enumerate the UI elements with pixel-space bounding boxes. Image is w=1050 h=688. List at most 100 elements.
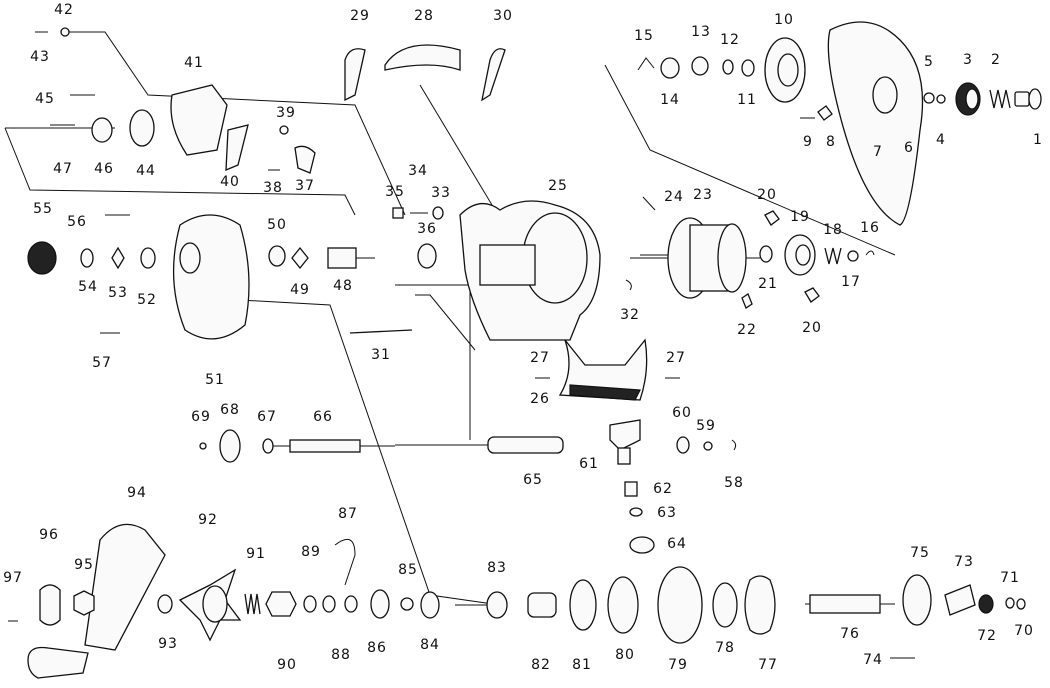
- part-67-bearing: [262, 438, 274, 454]
- label-85: 85: [398, 562, 418, 578]
- label-58: 58: [724, 475, 744, 491]
- part-69-clip: [199, 442, 207, 450]
- label-49: 49: [290, 282, 310, 298]
- label-22: 22: [737, 322, 757, 338]
- part-18-spring: [824, 247, 842, 265]
- label-81: 81: [572, 657, 592, 673]
- part-53-spring-washer: [111, 246, 125, 270]
- part-35-collar: [392, 207, 404, 219]
- part-81-disc: [569, 579, 597, 631]
- label-57: 57: [92, 355, 112, 371]
- label-43: 43: [30, 49, 50, 65]
- label-75: 75: [910, 545, 930, 561]
- part-30-lever-right: [481, 48, 506, 102]
- label-50: 50: [267, 217, 287, 233]
- label-48: 48: [333, 278, 353, 294]
- part-40-plate: [225, 124, 249, 171]
- part-78-disc: [712, 582, 738, 628]
- label-11: 11: [737, 92, 757, 108]
- part-15-clip: [637, 57, 655, 71]
- part-54-washer: [80, 248, 94, 268]
- label-69: 69: [191, 409, 211, 425]
- label-86: 86: [367, 640, 387, 656]
- part-44-gear: [129, 109, 155, 147]
- label-41: 41: [184, 55, 204, 71]
- part-20-block-bottom: [804, 287, 820, 303]
- label-71: 71: [1000, 570, 1020, 586]
- part-71-ring: [1005, 597, 1015, 609]
- part-79-main-gear: [657, 566, 703, 644]
- part-32-clip: [625, 279, 632, 291]
- part-25-frame: [459, 200, 601, 341]
- part-95-nut: [73, 590, 95, 616]
- label-28: 28: [414, 8, 434, 24]
- part-19-brake-housing: [784, 234, 816, 276]
- label-33: 33: [431, 185, 451, 201]
- part-1-screw: [1014, 88, 1042, 110]
- label-62: 62: [653, 481, 673, 497]
- part-16-clip: [865, 250, 875, 256]
- part-72-bearing: [978, 594, 994, 614]
- label-74: 74: [863, 652, 883, 668]
- part-41-bracket: [170, 84, 228, 156]
- label-45: 45: [35, 91, 55, 107]
- part-85-washer: [400, 597, 414, 611]
- label-93: 93: [158, 636, 178, 652]
- part-31-rod: [349, 329, 413, 334]
- part-37-lever: [294, 145, 316, 174]
- label-10: 10: [774, 12, 794, 28]
- label-42: 42: [54, 2, 74, 18]
- part-58-clip: [731, 439, 737, 451]
- label-54: 54: [78, 279, 98, 295]
- label-46: 46: [94, 161, 114, 177]
- label-14: 14: [660, 92, 680, 108]
- label-47: 47: [53, 161, 73, 177]
- label-95: 95: [74, 557, 94, 573]
- label-66: 66: [313, 409, 333, 425]
- label-52: 52: [137, 292, 157, 308]
- part-4-ring: [936, 94, 946, 104]
- label-76: 76: [840, 626, 860, 642]
- part-55-cap: [27, 241, 57, 275]
- label-20-top: 20: [757, 187, 777, 203]
- label-56: 56: [67, 214, 87, 230]
- part-93-washer: [157, 594, 173, 614]
- part-87-spring: [334, 538, 356, 586]
- label-55: 55: [33, 201, 53, 217]
- label-84: 84: [420, 637, 440, 653]
- part-17-washer: [847, 250, 859, 262]
- part-70-ring: [1016, 598, 1026, 610]
- part-52-washer: [140, 247, 156, 269]
- part-8-plate: [817, 105, 833, 121]
- part-20-block-top: [764, 210, 780, 226]
- part-59-washer: [703, 441, 713, 451]
- part-22-pin: [741, 293, 753, 309]
- part-13-bushing: [691, 56, 709, 76]
- label-82: 82: [531, 657, 551, 673]
- label-39: 39: [276, 105, 296, 121]
- assembly-guide-lines: [4, 31, 896, 606]
- part-76-drive-shaft: [805, 594, 895, 614]
- part-29-lever-left: [344, 48, 366, 102]
- label-7: 7: [873, 144, 883, 160]
- part-91-spring: [244, 593, 261, 615]
- part-88-washers: [322, 595, 358, 613]
- label-65: 65: [523, 472, 543, 488]
- label-92: 92: [198, 512, 218, 528]
- part-11-ring: [741, 59, 755, 77]
- label-29: 29: [350, 8, 370, 24]
- part-36-bearing: [417, 243, 437, 269]
- label-20-bottom: 20: [802, 320, 822, 336]
- part-66-worm-shaft: [270, 439, 395, 453]
- part-23-spool: [630, 217, 760, 299]
- part-83-bearing: [486, 591, 508, 619]
- label-73: 73: [954, 554, 974, 570]
- label-72: 72: [977, 628, 997, 644]
- part-96-retainer: [39, 584, 61, 626]
- label-36: 36: [417, 221, 437, 237]
- label-61: 61: [579, 456, 599, 472]
- part-73-plate: [944, 584, 976, 616]
- part-33-knob: [432, 206, 444, 220]
- part-50-bearing: [268, 245, 286, 267]
- part-90-star-drag: [265, 591, 297, 617]
